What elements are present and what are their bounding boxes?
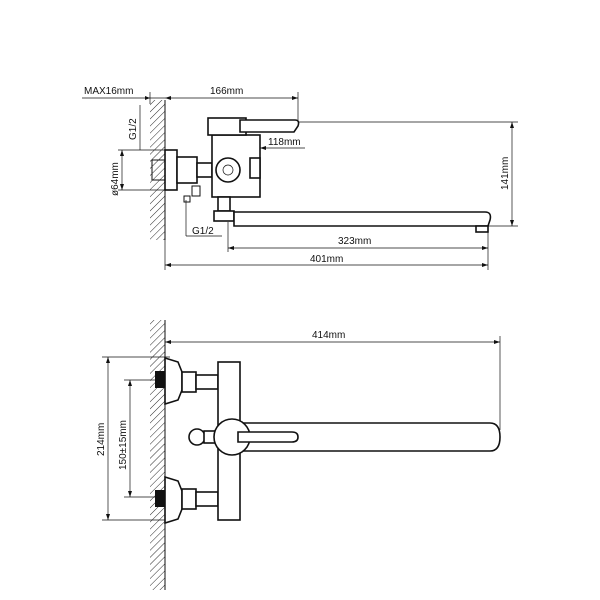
thread-bottom-label: G1/2 — [192, 226, 214, 237]
front-view: 414mm 214mm 150±15mm — [96, 320, 501, 590]
depth-118-label: 118mm — [268, 137, 301, 148]
width-166-label: 166mm — [210, 86, 243, 97]
max-depth-label: MAX16mm — [84, 86, 133, 97]
total-401-label: 401mm — [310, 254, 343, 265]
wall-top — [150, 100, 165, 240]
spout-414-label: 414mm — [312, 330, 345, 341]
height-214-label: 214mm — [96, 423, 107, 456]
wall-front — [150, 320, 165, 590]
height-141-label: 141mm — [500, 157, 511, 190]
top-view: MAX16mm 166mm G1/2 ø64mm — [82, 86, 518, 270]
centers-150-label: 150±15mm — [118, 420, 129, 470]
inlet-diameter-label: ø64mm — [110, 162, 121, 196]
thread-top-label: G1/2 — [128, 118, 139, 140]
spout-323-label: 323mm — [338, 236, 371, 247]
